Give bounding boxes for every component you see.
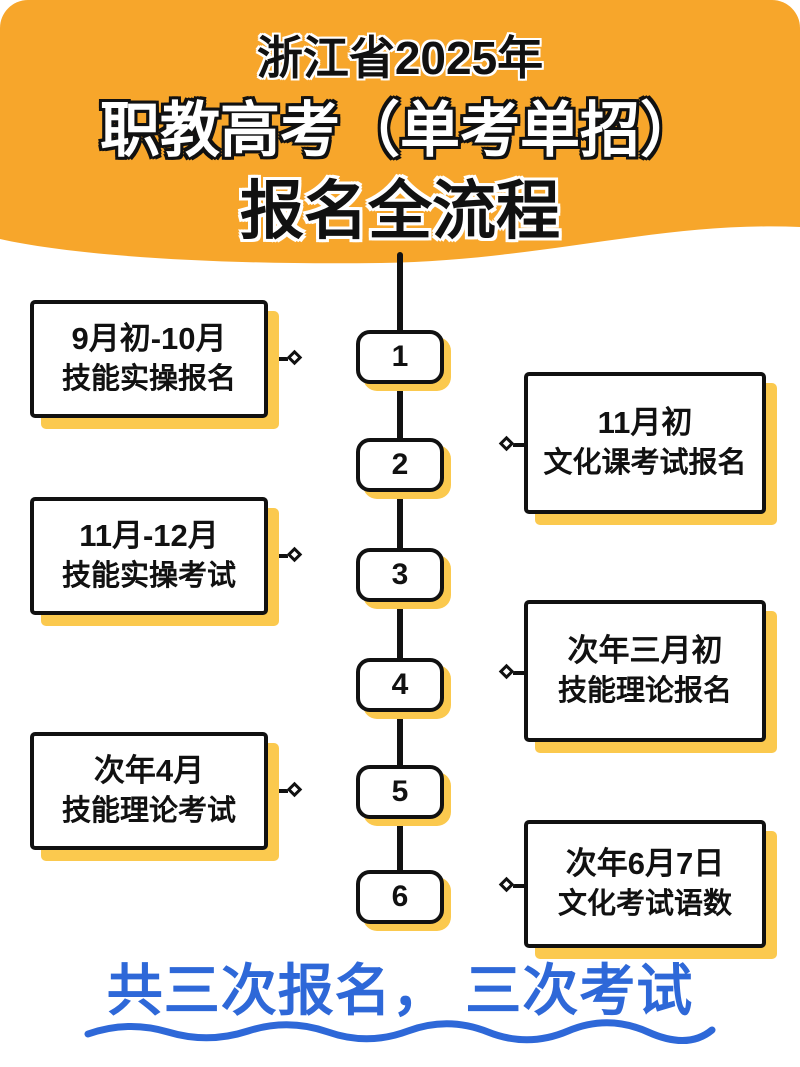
connector-line xyxy=(513,671,527,675)
event-label: 文化考试语数 xyxy=(557,888,732,921)
title-line-2: 职教高考（单考单招） xyxy=(100,97,700,164)
diamond-connector-icon xyxy=(286,349,303,366)
event-label: 技能实操考试 xyxy=(61,560,236,593)
footer-caption: 共三次报名， 三次考试 xyxy=(106,959,694,1022)
event-label: 文化课考试报名 xyxy=(543,447,747,480)
title-line-3: 报名全流程 xyxy=(240,175,560,247)
diamond-connector-icon xyxy=(498,876,515,893)
title-line-1: 浙江省2025年 xyxy=(256,32,544,84)
footer-underline-squiggle xyxy=(84,1019,716,1044)
step-node-3: 3 xyxy=(356,548,444,602)
event-date: 次年6月7日 xyxy=(565,846,725,881)
step-node-6: 6 xyxy=(356,870,444,924)
event-card-step-2: 11月初 文化课考试报名 xyxy=(524,372,766,514)
connector-line xyxy=(272,357,288,361)
diamond-connector-icon xyxy=(286,546,303,563)
banner-wave xyxy=(0,213,800,264)
header-banner xyxy=(0,0,800,215)
event-date: 11月初 xyxy=(597,405,693,440)
diamond-connector-icon xyxy=(498,663,515,680)
event-date: 11月-12月 xyxy=(79,518,219,553)
connector-line xyxy=(513,884,527,888)
event-card-step-6: 次年6月7日 文化考试语数 xyxy=(524,820,766,948)
diamond-connector-icon xyxy=(498,435,515,452)
event-label: 技能实操报名 xyxy=(61,363,236,396)
event-date: 9月初-10月 xyxy=(71,321,227,356)
step-node-5: 5 xyxy=(356,765,444,819)
event-date: 次年4月 xyxy=(93,753,205,788)
event-card-step-3: 11月-12月 技能实操考试 xyxy=(30,497,268,615)
step-node-4: 4 xyxy=(356,658,444,712)
connector-line xyxy=(272,789,288,793)
event-card-step-5: 次年4月 技能理论考试 xyxy=(30,732,268,850)
event-card-step-4: 次年三月初 技能理论报名 xyxy=(524,600,766,742)
step-node-1: 1 xyxy=(356,330,444,384)
event-label: 技能理论报名 xyxy=(557,675,732,708)
event-date: 次年三月初 xyxy=(567,633,723,668)
connector-line xyxy=(272,554,288,558)
step-node-2: 2 xyxy=(356,438,444,492)
connector-line xyxy=(513,443,527,447)
diamond-connector-icon xyxy=(286,781,303,798)
event-card-step-1: 9月初-10月 技能实操报名 xyxy=(30,300,268,418)
event-label: 技能理论考试 xyxy=(61,795,236,828)
